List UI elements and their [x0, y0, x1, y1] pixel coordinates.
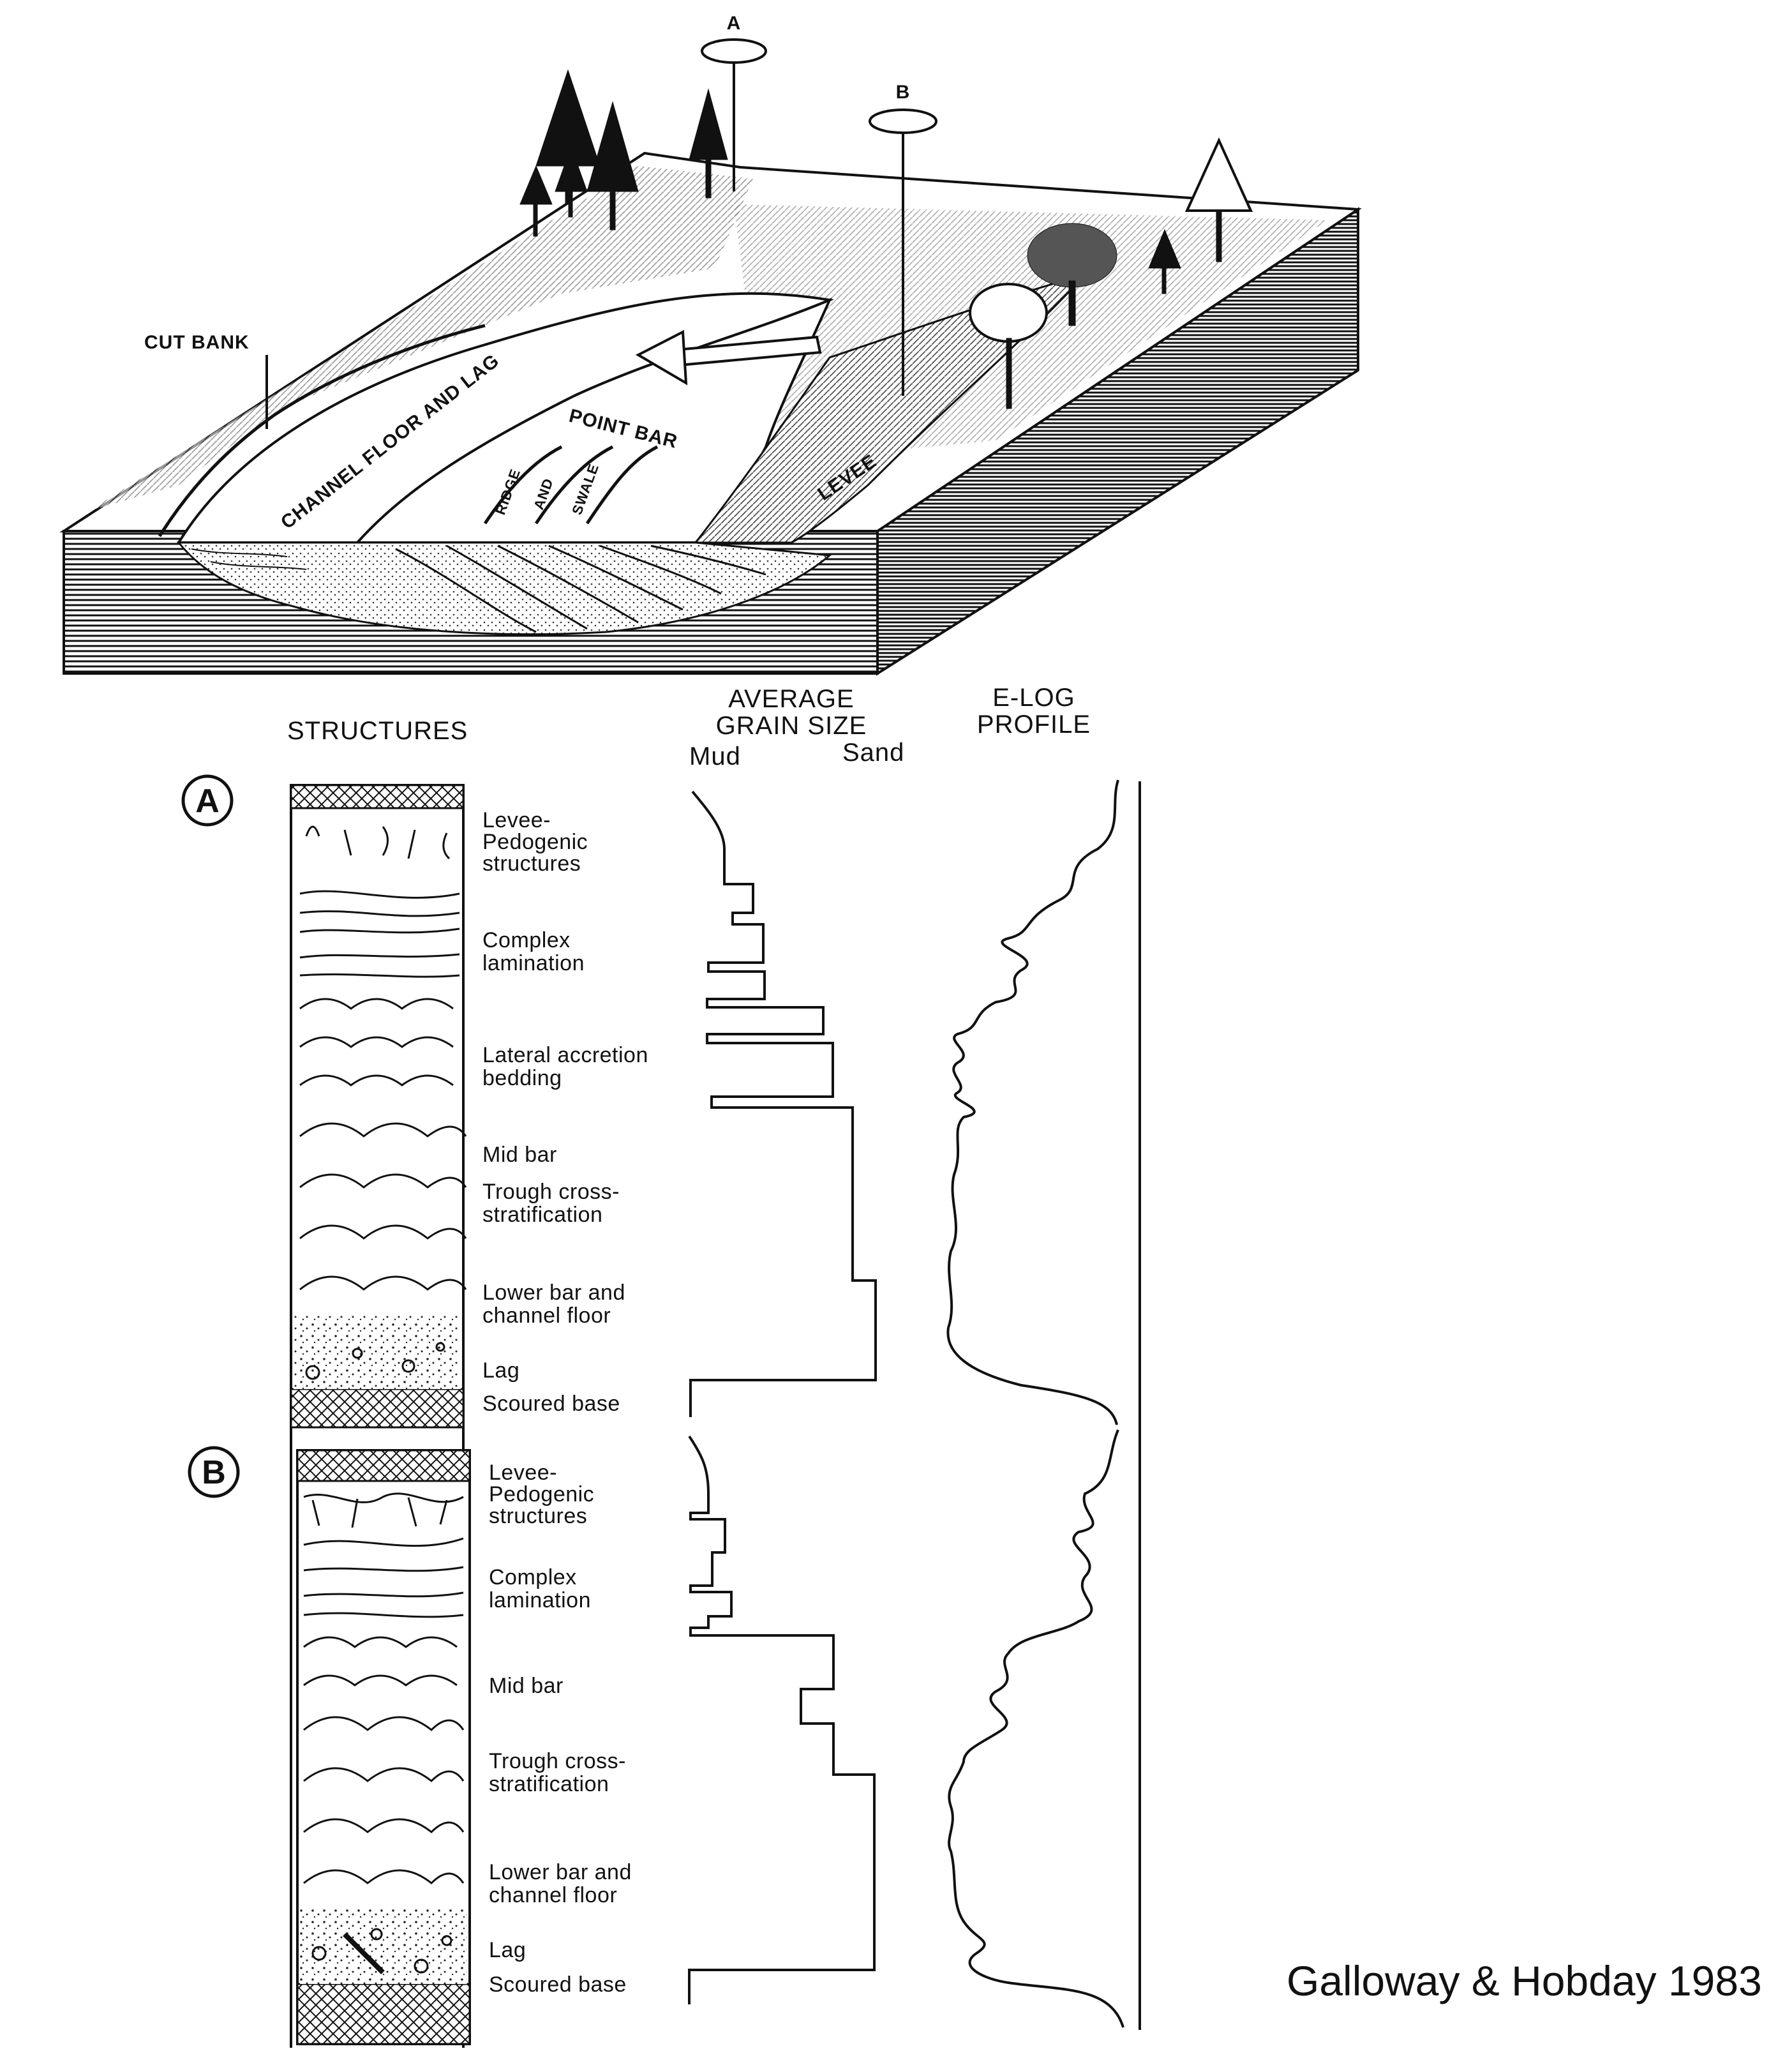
- tree-trunk: [609, 191, 616, 230]
- structures-header: STRUCTURES: [287, 717, 468, 745]
- column-b-elog-curve: [948, 1429, 1124, 2028]
- column-b: B Levee- Pedogenic structures Complex la…: [188, 1429, 1124, 2045]
- cut-bank-edge: [158, 324, 486, 537]
- water-lines: [191, 548, 307, 570]
- column-b-base-cap: [296, 1983, 471, 2045]
- column-a-label-lowerbar-2: channel floor: [482, 1303, 611, 1328]
- tree-icon: [519, 165, 553, 205]
- column-a-label-lateral-1: Lateral accretion: [482, 1043, 648, 1067]
- column-a-grain-size-curve: [689, 790, 877, 1417]
- floodplain-left: [89, 166, 753, 511]
- column-a-label-complex-1: Complex: [482, 928, 571, 952]
- grain-size-mud-label: Mud: [689, 742, 741, 770]
- flow-arrow: [635, 329, 822, 386]
- column-a-label-trough-1: Trough cross-: [482, 1180, 620, 1204]
- column-a-label-lateral-2: bedding: [482, 1066, 562, 1090]
- column-a-pebbles: [305, 1342, 445, 1380]
- tree-icon: [689, 88, 728, 160]
- tree-trunk: [1006, 338, 1012, 409]
- column-b-marker: [188, 1446, 240, 1498]
- column-b-marker-letter: B: [202, 1454, 226, 1491]
- well-markers: [701, 38, 937, 396]
- tree-trunk: [568, 191, 573, 218]
- column-b-label-levee-3: structures: [489, 1504, 587, 1528]
- tree-icons: [519, 69, 1253, 409]
- tree-trunk: [1068, 280, 1076, 326]
- column-a-label-lowerbar-1: Lower bar and: [482, 1281, 625, 1305]
- column-a-marker: [181, 774, 234, 827]
- tree-icon: [586, 101, 639, 192]
- ridge-and-swale: [483, 445, 659, 525]
- column-a-label-scoured: Scoured base: [482, 1392, 620, 1416]
- column-a-label-lag: Lag: [482, 1358, 519, 1383]
- credit-text: Galloway & Hobday 1983: [1287, 1957, 1762, 2004]
- grain-size-sand-label: Sand: [842, 739, 904, 767]
- column-headers: STRUCTURES AVERAGE GRAIN SIZE Mud Sand E…: [287, 684, 1091, 770]
- column-a-label-levee-2: Pedogenic: [482, 830, 588, 854]
- column-a-label-levee-1: Levee-: [482, 808, 551, 832]
- accretion-surfaces: [395, 545, 766, 633]
- tree-trunk: [1216, 210, 1222, 262]
- column-b-label-lag: Lag: [489, 1938, 526, 1962]
- column-a-label-complex-2: lamination: [482, 951, 585, 975]
- elog-header-1: E-LOG: [992, 684, 1075, 712]
- column-b-label-midbar: Mid bar: [489, 1674, 564, 1698]
- column-b-label-lowerbar-2: channel floor: [489, 1883, 617, 1907]
- tree-trunk: [533, 204, 538, 237]
- column-b-top-cap: [296, 1449, 471, 1482]
- tree-trunk: [705, 159, 712, 199]
- column-b-grain-size-curve: [688, 1435, 876, 2004]
- column-a-base-cap: [290, 1388, 465, 1429]
- column-b-label-trough-1: Trough cross-: [489, 1749, 626, 1773]
- column-a-label-levee-3: structures: [482, 852, 581, 876]
- well-b-marker: [869, 109, 937, 134]
- block-diagram: A B CUT BANK CHANNEL FLOOR AND LAG POINT…: [59, 13, 1362, 676]
- grain-size-header-2: GRAIN SIZE: [716, 712, 867, 740]
- well-b-label: B: [896, 82, 911, 103]
- tree-icon: [969, 283, 1048, 343]
- cut-bank-label: CUT BANK: [144, 332, 250, 353]
- column-b-label-complex-2: lamination: [489, 1588, 591, 1612]
- column-a-label-trough-2: stratification: [482, 1203, 602, 1227]
- column-a-elog-curve: [946, 779, 1119, 1425]
- tree-icon: [1184, 137, 1253, 212]
- tree-icon: [535, 69, 601, 167]
- column-a-marker-letter: A: [195, 783, 220, 820]
- column-b-label-complex-1: Complex: [489, 1565, 577, 1589]
- column-a-labels: Levee- Pedogenic structures Complex lami…: [482, 808, 648, 1416]
- column-b-labels: Levee- Pedogenic structures Complex lami…: [489, 1461, 632, 1997]
- well-a-label: A: [727, 13, 742, 34]
- tree-trunk: [1161, 267, 1167, 294]
- column-a-structures: [299, 825, 467, 1291]
- column-b-label-levee-2: Pedogenic: [489, 1482, 594, 1506]
- column-a-lag-gravel: [294, 1315, 461, 1389]
- column-b-label-scoured: Scoured base: [489, 1972, 627, 1997]
- well-a-marker: [701, 38, 767, 64]
- tree-icon: [1027, 223, 1117, 288]
- column-b-pebbles: [311, 1928, 452, 1974]
- channel-fill-section: [176, 541, 832, 636]
- column-a-top-cap: [290, 784, 465, 809]
- column-a-label-midbar: Mid bar: [482, 1143, 557, 1167]
- column-b-lag-gravel: [300, 1909, 467, 1984]
- grain-size-header-1: AVERAGE: [728, 685, 854, 713]
- column-b-structures: [303, 1492, 465, 1885]
- column-b-label-lowerbar-1: Lower bar and: [489, 1860, 632, 1884]
- elog-header-2: PROFILE: [977, 710, 1091, 739]
- column-b-label-levee-1: Levee-: [489, 1461, 557, 1485]
- column-b-label-trough-2: stratification: [489, 1772, 609, 1796]
